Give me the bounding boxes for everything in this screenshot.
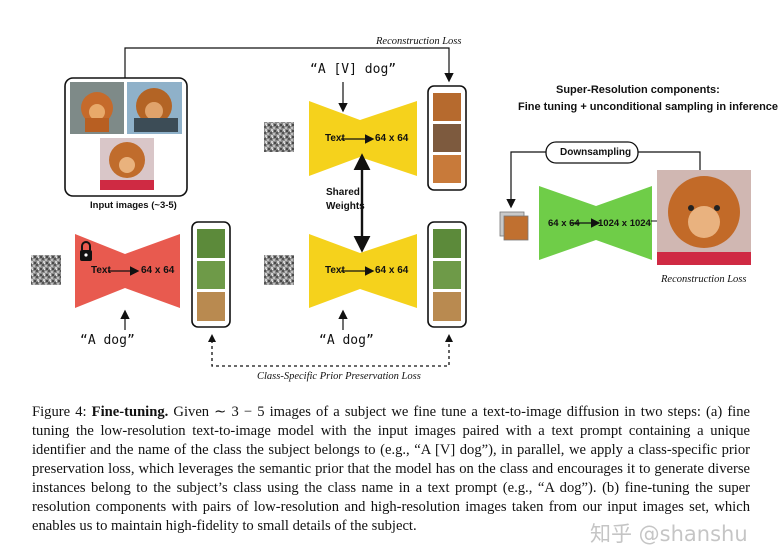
prompt-av-dog: “A [V] dog” — [310, 62, 397, 77]
reconstruction-loss-top-label: Reconstruction Loss — [376, 36, 462, 47]
dog-photo — [70, 82, 124, 134]
net-top-text-label: Text — [325, 133, 345, 144]
sr-out-label: 1024 x 1024 — [598, 218, 651, 229]
caption-body: Given ∼ 3 − 5 images of a subject we fin… — [32, 404, 751, 534]
downsampling-box — [545, 141, 639, 164]
noise-image — [264, 255, 294, 285]
net-red-res-label: 64 x 64 — [141, 265, 175, 276]
sr-title-line1: Super-Resolution components: — [556, 84, 720, 96]
downsampling-label: Downsampling — [560, 147, 632, 158]
prior-loss-line — [211, 340, 450, 367]
shared-weights-label-1: Shared — [326, 187, 360, 198]
net-bottom-text-label: Text — [325, 265, 345, 276]
reconstruction-loss-right-label: Reconstruction Loss — [661, 274, 747, 285]
prompt-a-dog-mid: “A dog” — [319, 333, 374, 348]
watermark: 知乎 @shanshu — [590, 522, 748, 546]
recon-loss-line-top — [124, 47, 454, 83]
high-res-dog-photo — [657, 170, 751, 265]
caption-heading: Fine-tuning. — [91, 404, 169, 420]
dog-photo — [100, 138, 154, 190]
noise-image — [264, 122, 294, 152]
sr-in-label: 64 x 64 — [548, 218, 580, 229]
net-bottom-res-label: 64 x 64 — [375, 265, 409, 276]
net-red-text-label: Text — [91, 265, 111, 276]
shared-weights-label-2: Weights — [326, 201, 365, 212]
noise-image — [31, 255, 61, 285]
prompt-a-dog-left: “A dog” — [80, 333, 135, 348]
finetuning-diagram — [31, 47, 751, 367]
prior-loss-label: Class-Specific Prior Preservation Loss — [257, 371, 421, 382]
sr-title-line2: Fine tuning + unconditional sampling in … — [518, 101, 779, 113]
net-top-res-label: 64 x 64 — [375, 133, 409, 144]
dog-photo — [127, 82, 182, 134]
figure-caption: Figure 4: Fine-tuning. Given ∼ 3 − 5 ima… — [32, 403, 750, 536]
input-images-label: Input images (~3-5) — [90, 200, 177, 211]
lock-icon — [80, 241, 92, 261]
figure-number: Figure 4: — [32, 404, 87, 420]
